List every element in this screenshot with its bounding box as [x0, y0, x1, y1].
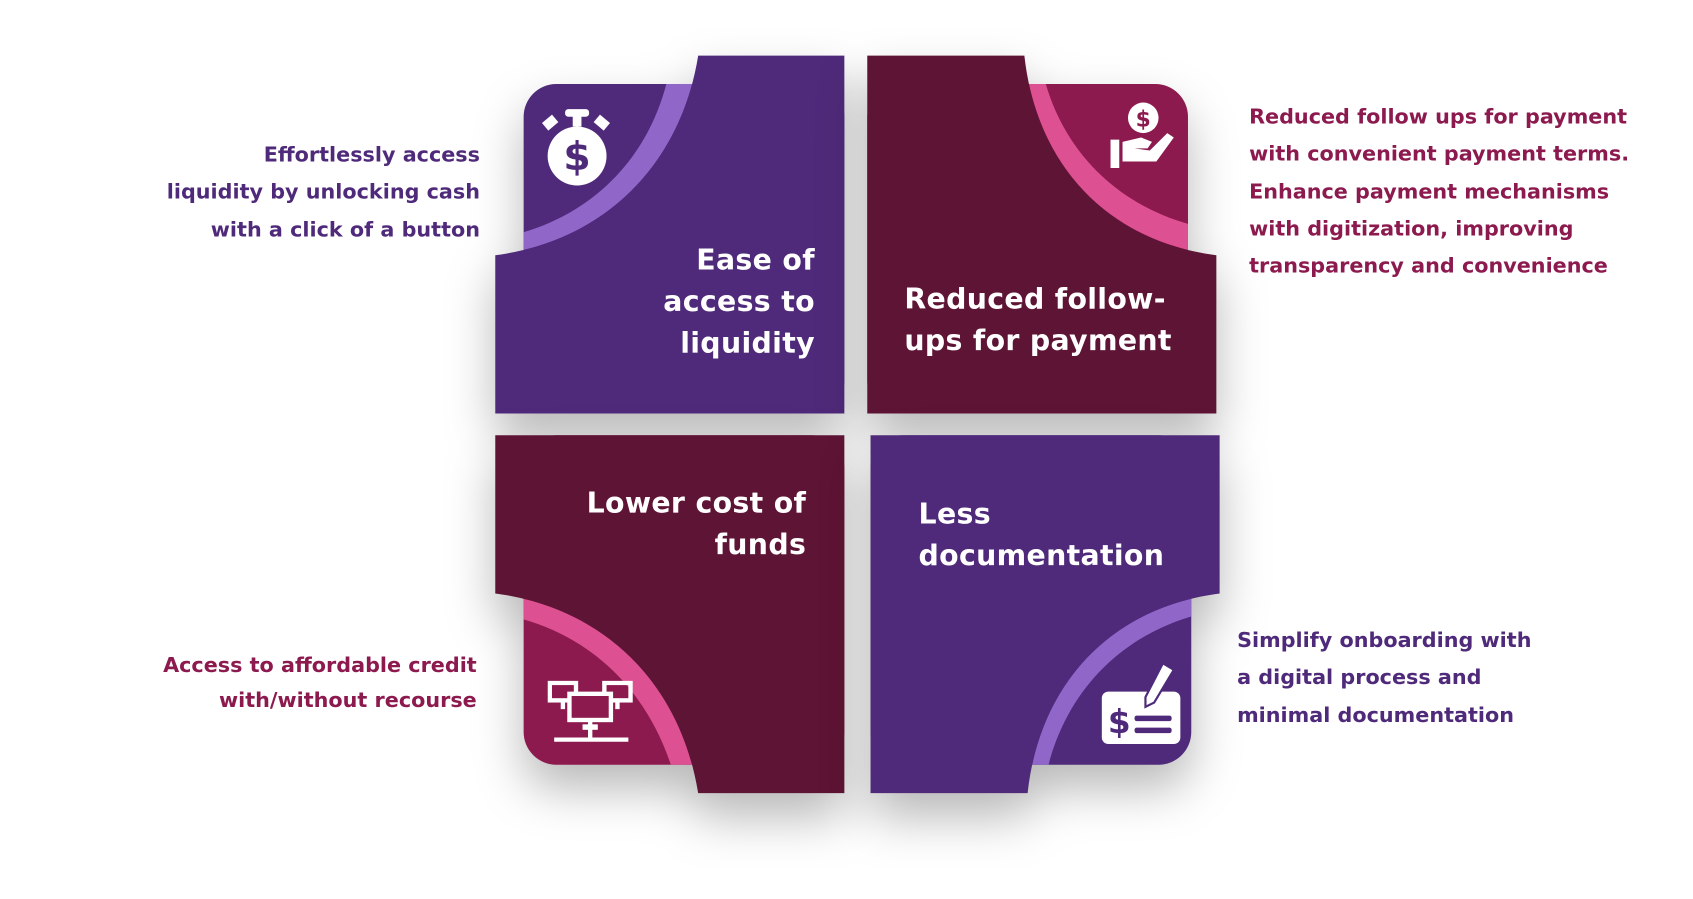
title-line: Lower cost of [586, 487, 807, 521]
tile-title-lower-cost: Lower cost of funds [587, 483, 807, 566]
description-line: Access to affordable credit [163, 653, 477, 678]
svg-text:$: $ [1136, 108, 1151, 133]
title-line: Less [918, 498, 991, 532]
tile-less-documentation [870, 435, 1220, 794]
tile-title-ease-of-access: Ease of access to liquidity [663, 240, 815, 364]
network-computers-icon [547, 680, 633, 742]
description-ease-of-access: Effortlessly access liquidity by unlocki… [167, 136, 480, 248]
hand-coin-dollar-icon: $ [1110, 102, 1174, 168]
description-line: with digitization, improving [1249, 216, 1574, 241]
description-less-documentation: Simplify onboarding with a digital proce… [1237, 622, 1531, 734]
tile-title-reduced-follow-ups: Reduced follow- ups for payment [904, 279, 1171, 362]
title-line: documentation [918, 539, 1165, 573]
description-line: with/without recourse [219, 688, 477, 713]
description-line: Simplify onboarding with [1237, 628, 1532, 653]
tile-reduced-follow-ups [867, 55, 1217, 414]
description-line: with convenient payment terms. [1249, 142, 1630, 167]
money-bag-dollar-icon: $ [541, 109, 610, 186]
svg-text:$: $ [563, 135, 590, 180]
title-line: Ease of [696, 244, 815, 278]
svg-text:$: $ [1108, 703, 1131, 741]
cheque-signature-icon: $ [1101, 661, 1181, 744]
title-line: funds [714, 529, 807, 562]
description-line: liquidity by unlocking cash [166, 180, 480, 205]
title-line: liquidity [680, 327, 815, 360]
description-reduced-follow-ups: Reduced follow ups for payment with conv… [1249, 98, 1629, 285]
tile-shape [870, 435, 1220, 794]
description-line: Effortlessly access [263, 142, 480, 167]
description-line: with a click of a button [210, 217, 480, 242]
title-line: access to [663, 285, 815, 319]
description-line: Reduced follow ups for payment [1249, 104, 1628, 129]
description-lower-cost: Access to affordable credit with/without… [163, 648, 477, 718]
title-line: Reduced follow- [904, 283, 1166, 317]
description-line: a digital process and [1237, 665, 1482, 690]
description-line: transparency and convenience [1249, 254, 1608, 279]
tile-title-less-documentation: Less documentation [919, 494, 1165, 577]
description-line: minimal documentation [1237, 703, 1514, 728]
tile-shape [867, 55, 1217, 414]
title-line: ups for payment [904, 325, 1172, 358]
description-line: Enhance payment mechanisms [1249, 179, 1610, 204]
